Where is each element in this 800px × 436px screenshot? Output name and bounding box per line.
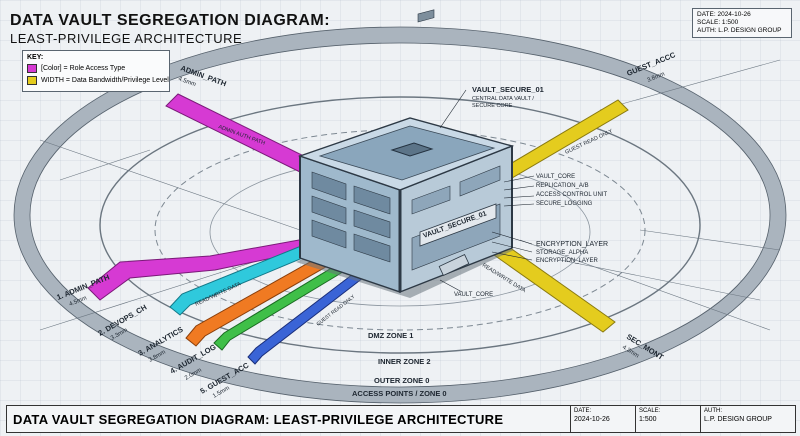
component-3: ACCESS CONTROL UNIT — [536, 192, 607, 198]
diagram-subtitle: LEAST-PRIVILEGE ARCHITECTURE — [10, 31, 243, 46]
footer-scale-cell: SCALE: 1:500 — [636, 406, 701, 432]
footer-scale-label: SCALE: — [639, 408, 661, 414]
footer-auth-value: L.P. DESIGN GROUP — [704, 416, 772, 423]
dmz-zone-ring — [154, 129, 646, 331]
leader-lines — [439, 89, 535, 293]
outer-ring-edge — [29, 42, 771, 388]
outer-ring — [14, 27, 786, 403]
title-block-meta: DATE: 2024-10-26 SCALE: 1:500 AUTH: L.P.… — [692, 8, 792, 38]
footer-title-block: DATA VAULT SEGREGATION DIAGRAM: LEAST-PR… — [6, 405, 796, 433]
legend-color-row: [Color] = Role Access Type — [27, 64, 125, 73]
legend-width-text: WIDTH = Data Bandwidth/Privilege Level — [41, 77, 169, 84]
meta-scale: SCALE: 1:500 — [697, 19, 739, 26]
vault-id-label: VAULT_SECURE_01 — [472, 85, 544, 94]
component-1: VAULT_CORE — [536, 174, 575, 180]
outer-ring-edge-2 — [13, 26, 787, 404]
footer-date-cell: DATE: 2024-10-26 — [571, 406, 636, 432]
legend-box: KEY: [Color] = Role Access Type WIDTH = … — [22, 50, 170, 92]
footer-date-label: DATE: — [574, 408, 592, 414]
vault-core-bottom: VAULT_CORE — [454, 292, 493, 298]
inner-zone-ring — [99, 96, 701, 354]
diagram-title-block: DATA VAULT SEGREGATION DIAGRAM: LEAST-PR… — [10, 12, 330, 46]
vault-pipe — [438, 254, 470, 276]
vault-desc-1: CENTRAL DATA VAULT / — [472, 96, 534, 102]
meta-date: DATE: 2024-10-26 — [697, 11, 751, 18]
component-4: SECURE_LOGGING — [536, 201, 593, 207]
guest-accc-path — [499, 99, 629, 179]
footer-date-value: 2024-10-26 — [574, 416, 610, 423]
encryption-1: ENCRYPTION_LAYER — [536, 241, 608, 248]
encryption-3: ENCRYPTION_LAYER — [536, 258, 598, 264]
diagram-title: DATA VAULT SEGREGATION DIAGRAM: — [10, 12, 331, 29]
footer-auth-label: AUTH: — [704, 408, 722, 414]
component-2: REPLICATION_A/B — [536, 183, 589, 189]
width-swatch-icon — [27, 76, 37, 85]
vault-label-plate — [419, 203, 497, 247]
vault-desc-2: SECURE CORE — [472, 103, 513, 109]
color-swatch-icon — [27, 64, 37, 73]
footer-auth-cell: AUTH: L.P. DESIGN GROUP — [701, 406, 795, 432]
meta-auth: AUTH: L.P. DESIGN GROUP — [697, 27, 782, 34]
zone-inner-label: INNER ZONE 2 — [378, 357, 431, 366]
construction-lines — [39, 59, 781, 331]
legend-width-row: WIDTH = Data Bandwidth/Privilege Level — [27, 76, 169, 85]
vault-cube — [296, 9, 515, 298]
admin-path-top-highlight — [178, 94, 312, 160]
zone-access-label: ACCESS POINTS / ZONE 0 — [352, 389, 447, 398]
footer-scale-value: 1:500 — [639, 416, 657, 423]
encryption-2: STORAGE_ALPHA — [536, 250, 588, 256]
admin-path-top-width: 4.5mm — [177, 76, 196, 88]
legend-heading: KEY: — [27, 54, 44, 61]
zone-outer-label: OUTER ZONE 0 — [374, 376, 429, 385]
footer-title: DATA VAULT SEGREGATION DIAGRAM: LEAST-PR… — [7, 406, 571, 432]
zone-dmz-label: DMZ ZONE 1 — [368, 331, 413, 340]
legend-color-text: [Color] = Role Access Type — [41, 65, 126, 72]
